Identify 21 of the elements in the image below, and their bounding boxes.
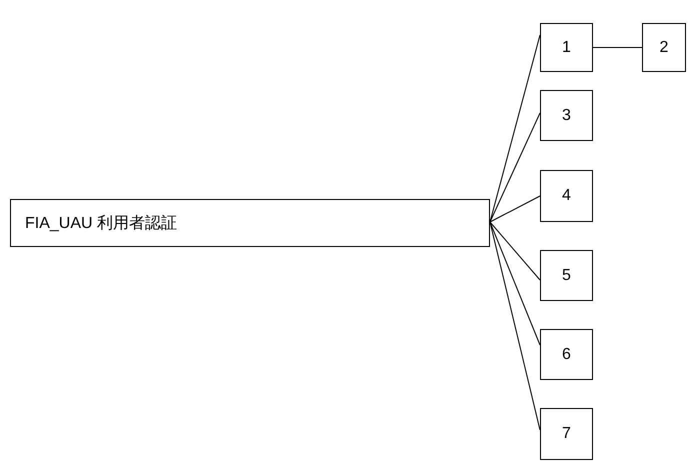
box-label: 6 (562, 346, 571, 364)
connector-line (490, 222, 540, 346)
number-box (540, 90, 593, 141)
connector-line (592, 47, 642, 48)
box-label: 3 (562, 106, 571, 124)
number-box (540, 408, 593, 460)
number-box (540, 329, 593, 380)
number-box (540, 170, 593, 222)
box-label: 5 (562, 266, 571, 284)
box-label: FIA_UAU 利用者認証 (25, 214, 178, 234)
box-label: 7 (562, 425, 571, 443)
connector-line (490, 112, 540, 222)
connector-line (490, 222, 540, 280)
number-box (540, 250, 593, 301)
connector-line (490, 196, 540, 222)
box-label: 2 (660, 38, 668, 56)
title-box (10, 199, 490, 247)
box-label: 1 (562, 38, 571, 56)
number-box (540, 23, 593, 72)
number-box (642, 23, 686, 72)
box-label: 4 (562, 187, 571, 205)
